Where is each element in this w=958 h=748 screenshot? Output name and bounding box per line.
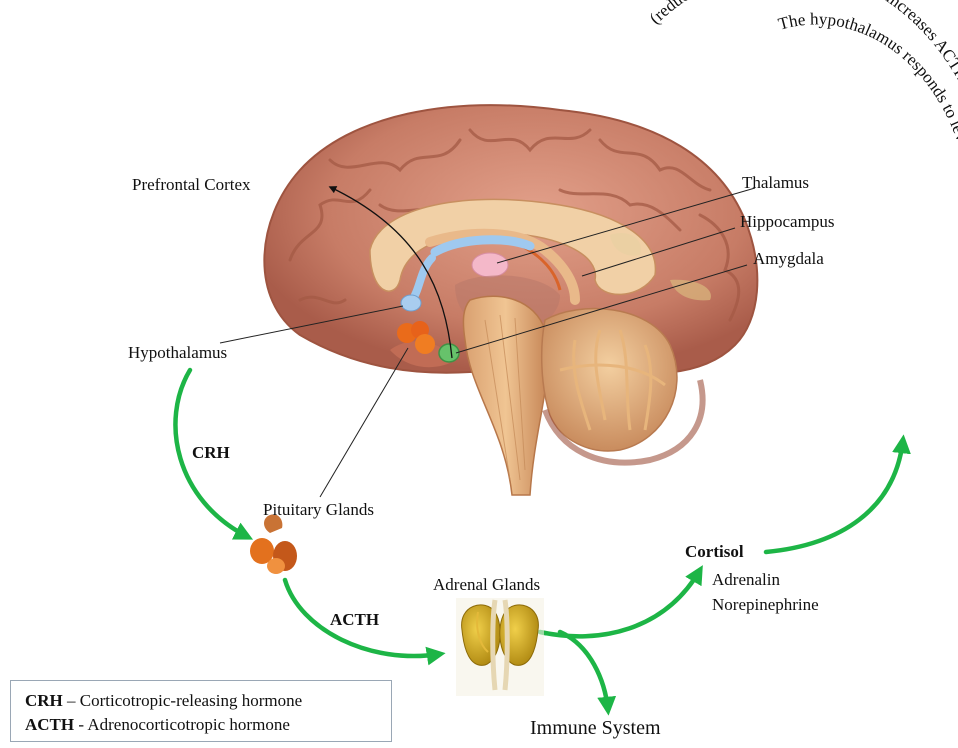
legend-acth-def: - Adrenocorticotropic hormone (74, 715, 290, 734)
label-hypothalamus: Hypothalamus (128, 344, 227, 361)
hypothalamus-spot (401, 295, 421, 311)
legend-row-acth: ACTH - Adrenocorticotropic hormone (25, 713, 391, 737)
arrow-cortisol-to-hypothalamus-feedback (766, 440, 903, 552)
label-adrenalin: Adrenalin (712, 571, 780, 588)
label-prefrontal-cortex: Prefrontal Cortex (132, 176, 251, 193)
label-hippocampus: Hippocampus (740, 213, 834, 230)
thalamus-spot (472, 253, 508, 277)
legend-crh-def: – Corticotropic-releasing hormone (63, 691, 302, 710)
label-cortisol: Cortisol (685, 543, 744, 560)
label-adrenal-glands: Adrenal Glands (433, 576, 540, 593)
legend-row-crh: CRH – Corticotropic-releasing hormone (25, 689, 391, 713)
legend-box: CRH – Corticotropic-releasing hormone AC… (10, 680, 392, 742)
label-immune-system: Immune System (530, 718, 661, 738)
label-amygdala: Amygdala (753, 250, 824, 267)
label-acth: ACTH (330, 611, 379, 628)
brain-illustration (264, 105, 757, 495)
label-crh: CRH (192, 444, 230, 461)
label-norepinephrine: Norepinephrine (712, 596, 819, 613)
brain-stem (463, 296, 547, 495)
arrow-adrenal-to-immune (560, 632, 608, 710)
legend-acth-abbr: ACTH (25, 715, 74, 734)
legend-crh-abbr: CRH (25, 691, 63, 710)
adrenal-glands-icon (456, 598, 544, 696)
arrow-adrenal-to-cortisol (540, 570, 700, 636)
pituitary-gland-icon (250, 514, 297, 574)
label-pituitary-glands: Pituitary Glands (263, 501, 374, 518)
label-thalamus: Thalamus (742, 174, 809, 191)
